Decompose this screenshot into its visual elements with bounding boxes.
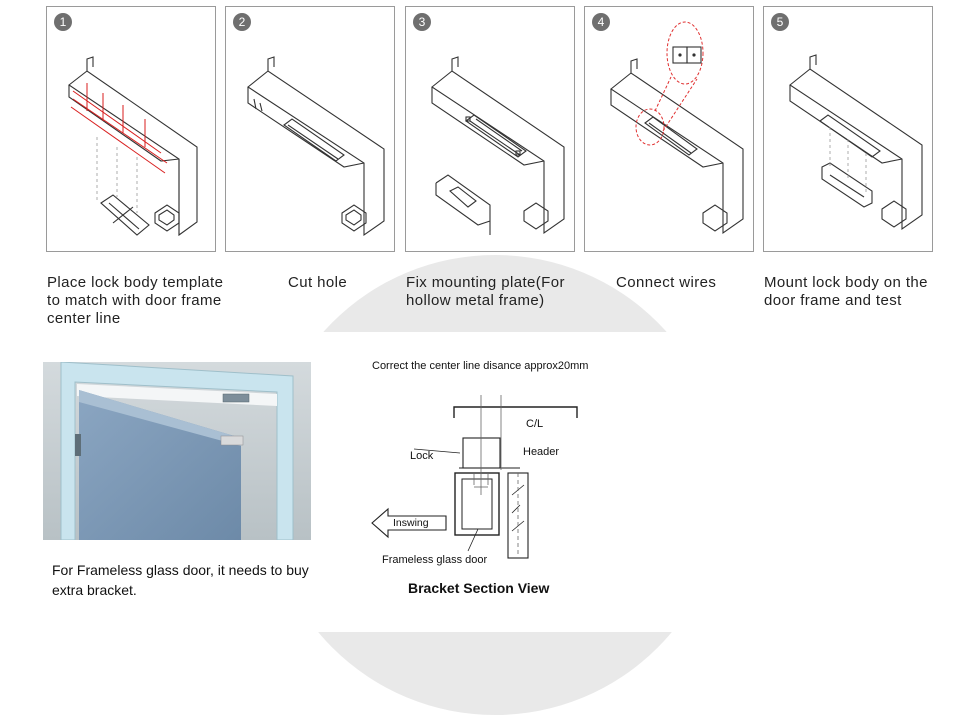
lock-label: Lock (410, 450, 434, 462)
step-2-panel: 2 (225, 6, 395, 252)
step-5-caption: Mount lock body on the door frame and te… (764, 274, 928, 309)
inswing-arrow (371, 507, 447, 539)
step-2-caption: Cut hole (288, 274, 348, 291)
step-3-illustration (431, 56, 565, 235)
bracket-note: Correct the center line disance approx20… (372, 360, 588, 372)
step-1-badge: 1 (54, 13, 72, 31)
step-1-illustration (68, 56, 198, 237)
step-5-badge: 5 (771, 13, 789, 31)
header-label: Header (523, 446, 559, 458)
step-1-panel: 1 (46, 6, 216, 252)
cl-label: C/L (526, 418, 543, 430)
step-4-caption: Connect wires (616, 274, 717, 291)
photo-caption: For Frameless glass door, it needs to bu… (52, 562, 309, 598)
step-4-panel: 4 (584, 6, 754, 252)
step-4-illustration (610, 21, 744, 235)
glass-door-render (60, 362, 294, 540)
step-3-caption: Fix mounting plate(For hollow metal fram… (406, 274, 565, 309)
step-5-panel: 5 (763, 6, 933, 252)
step-3-panel: 3 (405, 6, 575, 252)
bracket-section-title: Bracket Section View (408, 580, 550, 596)
step-2-badge: 2 (233, 13, 251, 31)
step-2-illustration (247, 56, 385, 237)
glass-door-photo (43, 362, 311, 540)
step-4-badge: 4 (592, 13, 610, 31)
step-5-illustration (789, 54, 923, 231)
step-3-badge: 3 (413, 13, 431, 31)
glass-door-label: Frameless glass door (382, 554, 487, 566)
step-1-caption: Place lock body template to match with d… (47, 274, 224, 327)
bracket-section-diagram: Correct the center line disance approx20… (371, 360, 588, 566)
inswing-label: Inswing (393, 517, 429, 529)
